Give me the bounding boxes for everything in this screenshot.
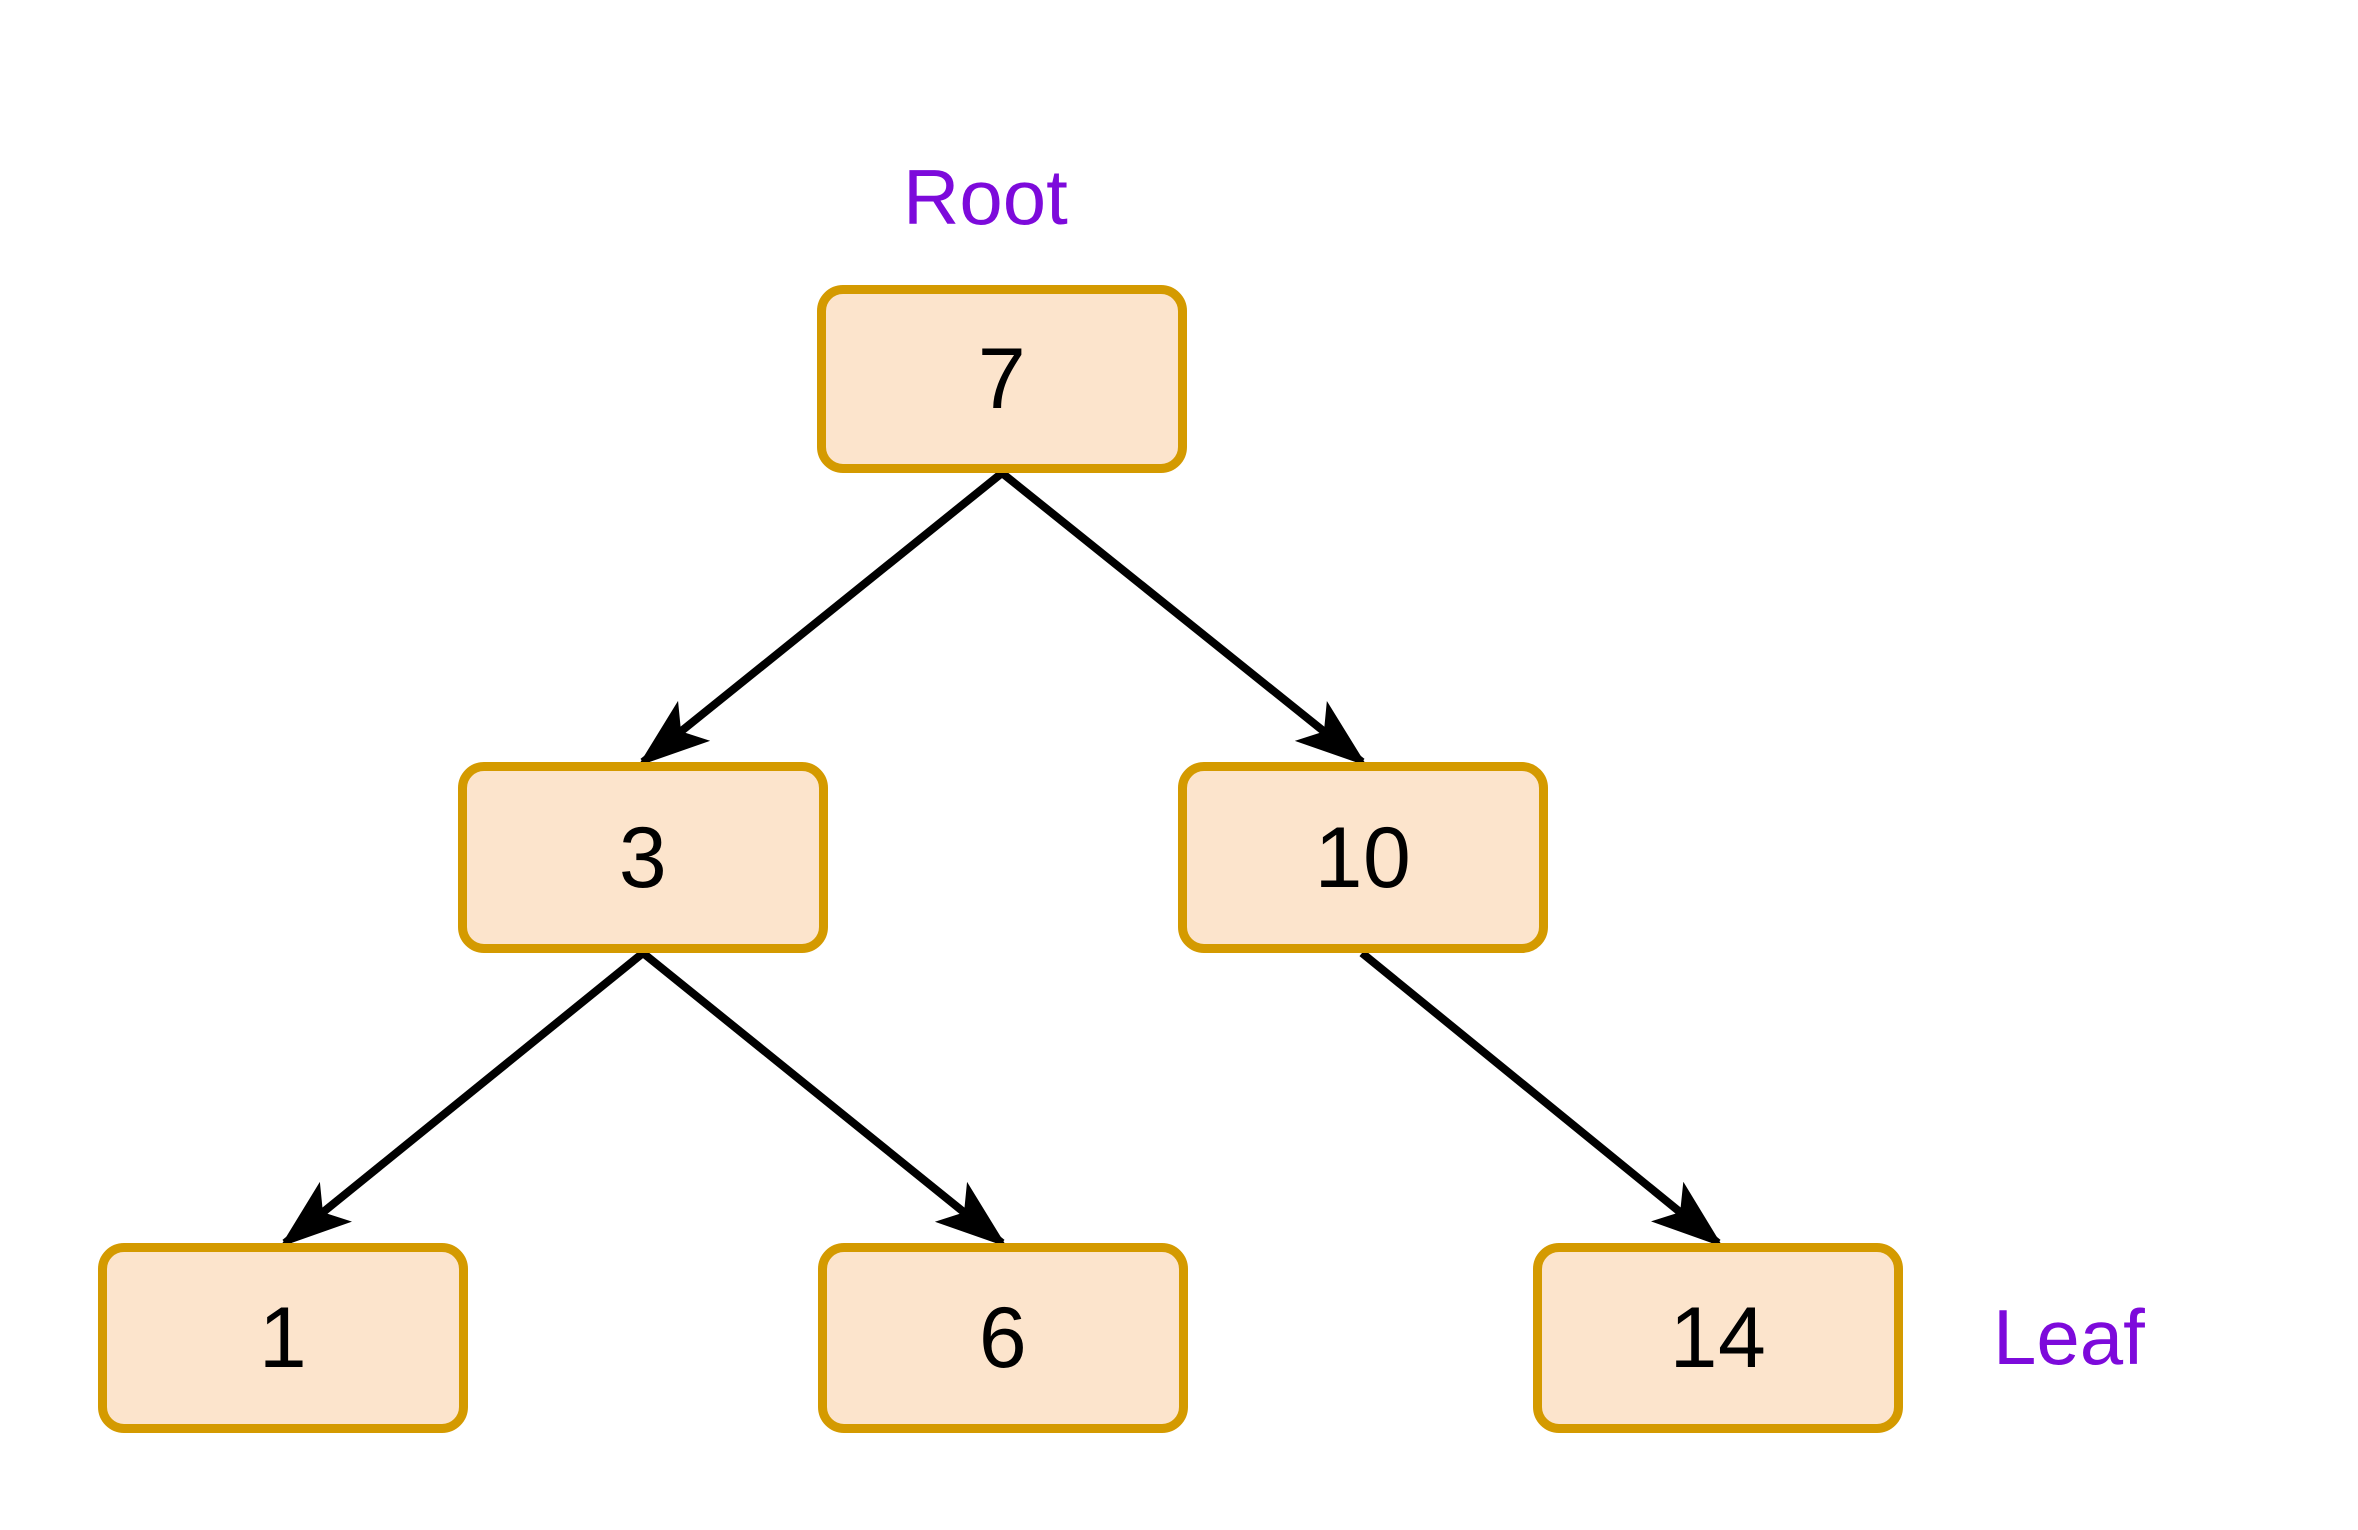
tree-node-n3[interactable]: 3	[458, 762, 828, 953]
tree-node-label: 3	[618, 809, 668, 906]
root-label: Root	[903, 153, 1068, 241]
tree-edge-e7-3	[638, 469, 1005, 767]
tree-node-label: 10	[1314, 809, 1412, 906]
tree-node-n1[interactable]: 1	[98, 1243, 468, 1433]
leaf-label: Leaf	[1993, 1293, 2145, 1381]
tree-node-label: 6	[978, 1290, 1028, 1386]
tree-node-n10[interactable]: 10	[1178, 762, 1548, 953]
tree-edge-e7-10	[999, 469, 1367, 767]
tree-edge-e10-14	[1359, 949, 1723, 1248]
tree-node-n6[interactable]: 6	[818, 1243, 1188, 1433]
tree-node-n7[interactable]: 7	[817, 285, 1187, 473]
tree-edge-e3-1	[280, 949, 646, 1248]
tree-node-label: 1	[258, 1290, 308, 1386]
tree-node-label: 14	[1669, 1290, 1767, 1386]
edges-group	[280, 469, 1723, 1248]
tree-node-label: 7	[977, 331, 1027, 427]
tree-edge-e3-6	[640, 949, 1007, 1248]
tree-node-n14[interactable]: 14	[1533, 1243, 1903, 1433]
